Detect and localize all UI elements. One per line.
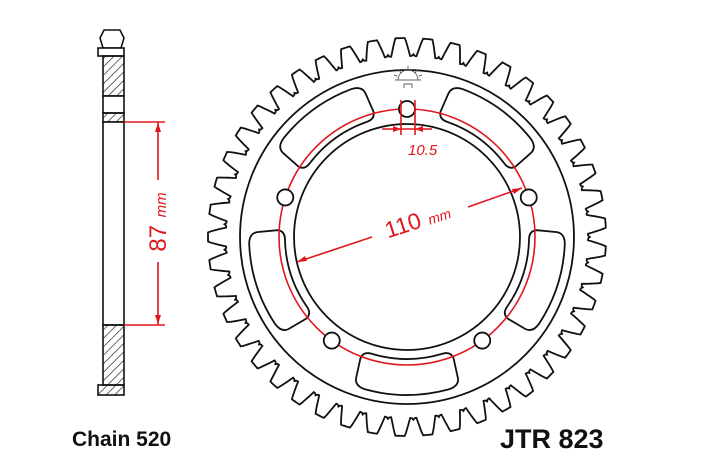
hole-dimension-label: 10.5 xyxy=(408,142,438,159)
sprocket-teeth-outline xyxy=(207,37,607,437)
lightening-slot xyxy=(503,229,566,331)
center-bore xyxy=(293,123,521,351)
sprocket-front-view xyxy=(207,37,607,437)
height-dimension xyxy=(124,121,165,326)
bolt-hole xyxy=(519,188,538,207)
pcd-dimension-label: 110 mm xyxy=(381,198,454,244)
sun-logo-icon xyxy=(393,66,423,88)
lightening-slot xyxy=(439,87,535,169)
part-number-label: JTR 823 xyxy=(500,424,604,454)
lightening-slot xyxy=(248,229,311,331)
bolt-hole xyxy=(322,331,341,350)
bolt-hole xyxy=(276,188,295,207)
hole-dimension xyxy=(382,100,432,135)
bolt-holes xyxy=(276,100,538,350)
height-dimension-label: 87 mm xyxy=(145,192,172,251)
bolt-hole xyxy=(473,331,492,350)
lightening-slot xyxy=(355,352,459,396)
lightening-slot xyxy=(279,87,375,169)
chain-size-label: Chain 520 xyxy=(72,428,172,451)
pcd-dimension xyxy=(296,187,523,263)
side-profile xyxy=(97,29,125,396)
lightening-slots xyxy=(248,87,566,396)
